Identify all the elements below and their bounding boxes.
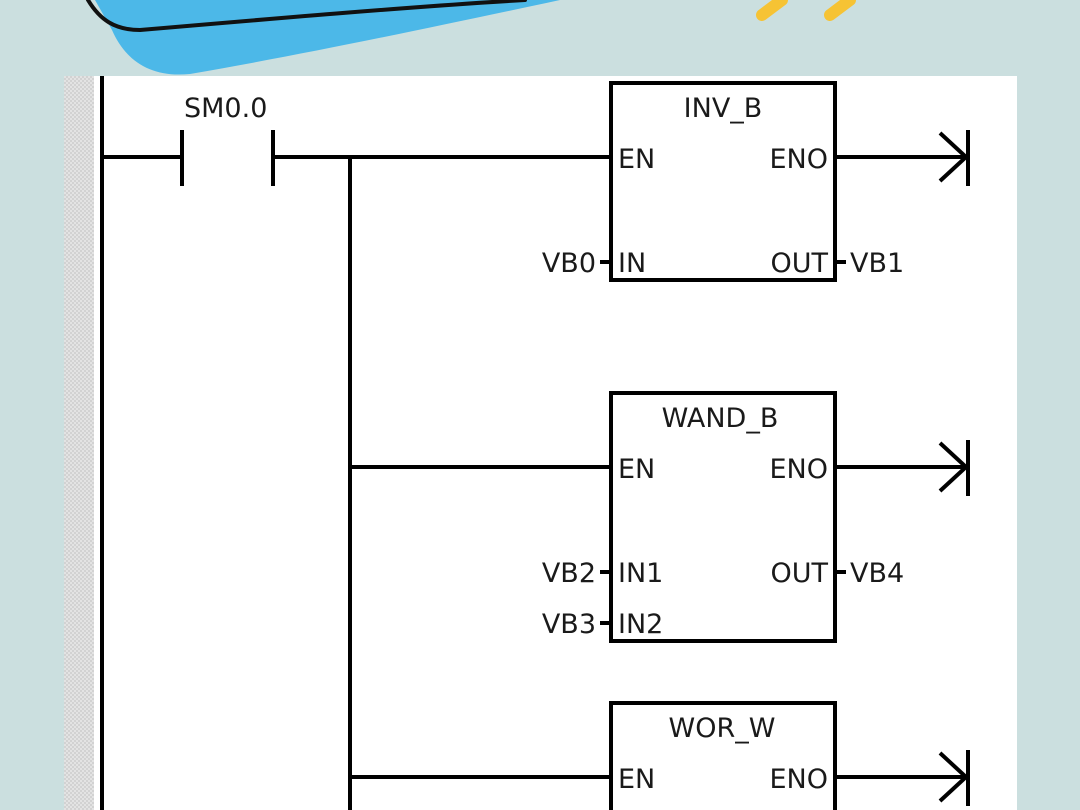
operand-out[interactable]: VB4 bbox=[850, 558, 904, 589]
contact-address-label[interactable]: SM0.0 bbox=[184, 93, 267, 124]
open-end-arrow-icon bbox=[938, 750, 970, 806]
yellow-accent-stroke-2 bbox=[824, 0, 856, 21]
open-end-arrow-icon bbox=[938, 130, 970, 186]
operand-in1[interactable]: VB2 bbox=[542, 558, 596, 589]
no-contact-symbol[interactable] bbox=[180, 130, 275, 186]
yellow-accent-stroke-1 bbox=[756, 0, 788, 21]
ribbon-outline bbox=[86, 0, 527, 33]
pin-label-en: EN bbox=[618, 454, 655, 485]
block-wand-b[interactable] bbox=[609, 391, 837, 643]
operand-in[interactable]: VB0 bbox=[542, 248, 596, 279]
operand-in2[interactable]: VB3 bbox=[542, 609, 596, 640]
pin-label-eno: ENO bbox=[769, 454, 828, 485]
pin-label-out: OUT bbox=[770, 248, 828, 279]
pin-label-in2: IN2 bbox=[618, 609, 663, 640]
pin-label-eno: ENO bbox=[769, 144, 828, 175]
open-end-arrow-icon bbox=[938, 440, 970, 496]
block-title: WOR_W bbox=[669, 713, 776, 744]
pin-label-out: OUT bbox=[770, 558, 828, 589]
pin-label-in1: IN1 bbox=[618, 558, 663, 589]
block-title: WAND_B bbox=[662, 403, 779, 434]
pin-label-en: EN bbox=[618, 764, 655, 795]
pin-label-eno: ENO bbox=[769, 764, 828, 795]
block-title: INV_B bbox=[684, 93, 763, 124]
ladder-editor-panel bbox=[64, 76, 1017, 810]
operand-out[interactable]: VB1 bbox=[850, 248, 904, 279]
blue-ribbon-shape bbox=[95, 0, 560, 75]
network-gutter bbox=[64, 76, 94, 810]
block-wor-w[interactable] bbox=[609, 701, 837, 810]
pin-label-en: EN bbox=[618, 144, 655, 175]
pin-label-in: IN bbox=[618, 248, 646, 279]
header-decoration bbox=[86, 0, 856, 75]
block-inv-b[interactable] bbox=[609, 81, 837, 282]
